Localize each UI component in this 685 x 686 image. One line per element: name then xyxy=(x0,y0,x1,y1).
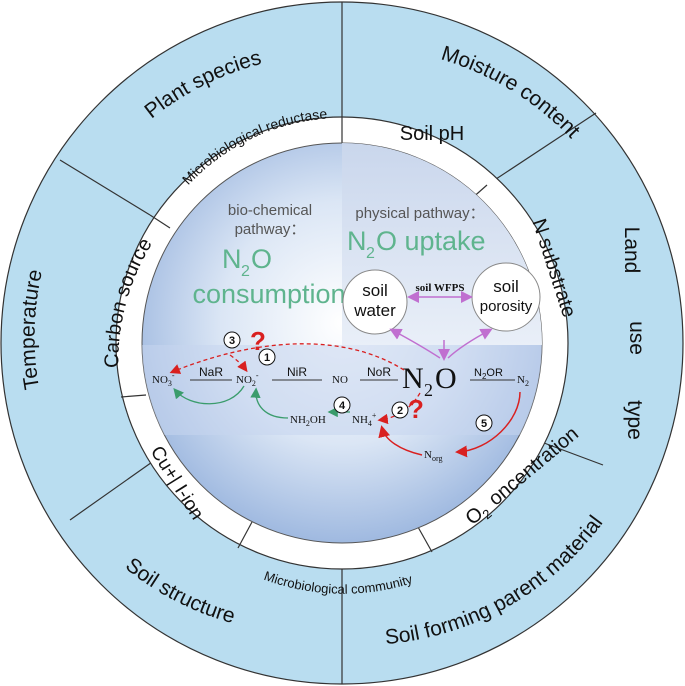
soil-wfps-label: soil WFPS xyxy=(415,282,464,294)
svg-text:4: 4 xyxy=(339,400,346,412)
nh4-label: NH4+ xyxy=(352,411,377,428)
nor-label: NoR xyxy=(367,365,391,379)
no-label: NO xyxy=(332,374,348,386)
question-mark-3: ? xyxy=(250,326,266,356)
step-1-marker: 1 xyxy=(258,348,276,366)
n2o-main-o: O xyxy=(435,362,457,395)
soil-porosity-line1: soil xyxy=(493,277,519,296)
norg-to-nh4-arrow xyxy=(378,425,423,456)
no3-label: NO3- xyxy=(152,371,175,388)
consumption-2: 2 xyxy=(241,263,250,280)
n2or-label: N2OR xyxy=(474,367,503,381)
soil-ph-label: Soil pH xyxy=(400,123,464,145)
porosity-to-n2o-arrow xyxy=(447,328,493,359)
n2o-main-label: N 2 O xyxy=(402,362,457,400)
uptake-2: 2 xyxy=(366,245,375,262)
n2-label: N2 xyxy=(517,374,529,388)
svg-text:5: 5 xyxy=(481,418,487,430)
nir-label: NiR xyxy=(287,365,307,379)
n2o-main-n: N xyxy=(402,362,424,395)
nar-label: NaR xyxy=(199,365,223,379)
step-2-marker: 2 xyxy=(391,401,409,419)
type-label: type xyxy=(623,400,646,440)
soil-water-line1: soil xyxy=(362,281,388,300)
uptake-n: N xyxy=(347,226,367,256)
biochem-title-line2: pathway： xyxy=(235,221,306,238)
soil-porosity-line2: porosity xyxy=(480,298,533,315)
soil-porosity-circle xyxy=(471,262,541,332)
water-to-n2o-arrow xyxy=(389,328,441,359)
soil-water-line2: water xyxy=(353,301,396,320)
uptake-word: O uptake xyxy=(376,226,486,256)
pathway-band xyxy=(142,345,542,435)
step-5-marker: 5 xyxy=(475,414,493,432)
consumption-o: O xyxy=(251,244,272,274)
nh2oh-label: NH2OH xyxy=(290,414,326,428)
physical-title: physical pathway： xyxy=(355,205,484,222)
n2o-to-no3-arrow xyxy=(169,343,405,374)
use-label: use xyxy=(625,321,648,355)
no2-to-no3-arrow xyxy=(173,385,245,405)
question-mark-2: ? xyxy=(408,394,424,424)
consumption-word: consumption xyxy=(192,279,345,309)
to-no2-arrow xyxy=(229,354,248,373)
biochem-title-line1: bio-chemical xyxy=(228,202,312,219)
svg-text:3: 3 xyxy=(229,335,235,347)
n2o-main-2: 2 xyxy=(424,380,433,400)
nh2oh-to-no2-arrow xyxy=(250,387,289,419)
svg-text:1: 1 xyxy=(264,352,270,364)
n2-to-norg-arrow xyxy=(455,391,521,458)
n2o-uptake-heading: N 2 O uptake xyxy=(347,226,486,262)
land-label: Land xyxy=(620,227,643,274)
svg-text:2: 2 xyxy=(397,405,403,417)
no2-label: NO2- xyxy=(236,371,259,388)
outer-ring-dividers xyxy=(59,2,604,684)
norg-label: Norg xyxy=(424,449,442,463)
step-3-marker: 3 xyxy=(223,331,241,349)
consumption-n: N xyxy=(222,244,242,274)
step-4-marker: 4 xyxy=(333,396,351,414)
n2o-consumption-heading: N 2 O consumption xyxy=(192,244,345,309)
